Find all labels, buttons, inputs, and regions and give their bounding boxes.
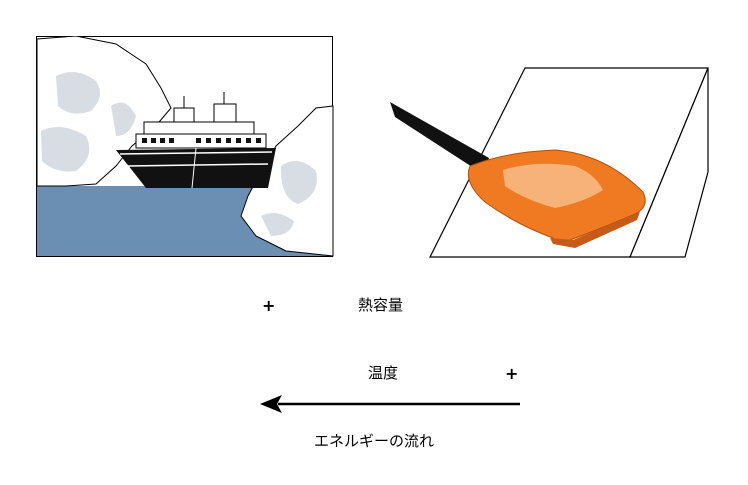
plus-sign-left: + — [262, 296, 276, 315]
temperature-label: 温度 — [368, 364, 399, 382]
hot-iron-illustration — [390, 67, 709, 258]
heat-capacity-label: 熱容量 — [358, 296, 404, 314]
ship-iceberg-illustration — [36, 36, 334, 257]
energy-flow-arrow — [260, 395, 520, 413]
energy-flow-label: エネルギーの流れ — [314, 432, 435, 450]
plus-sign-right: + — [505, 364, 519, 383]
